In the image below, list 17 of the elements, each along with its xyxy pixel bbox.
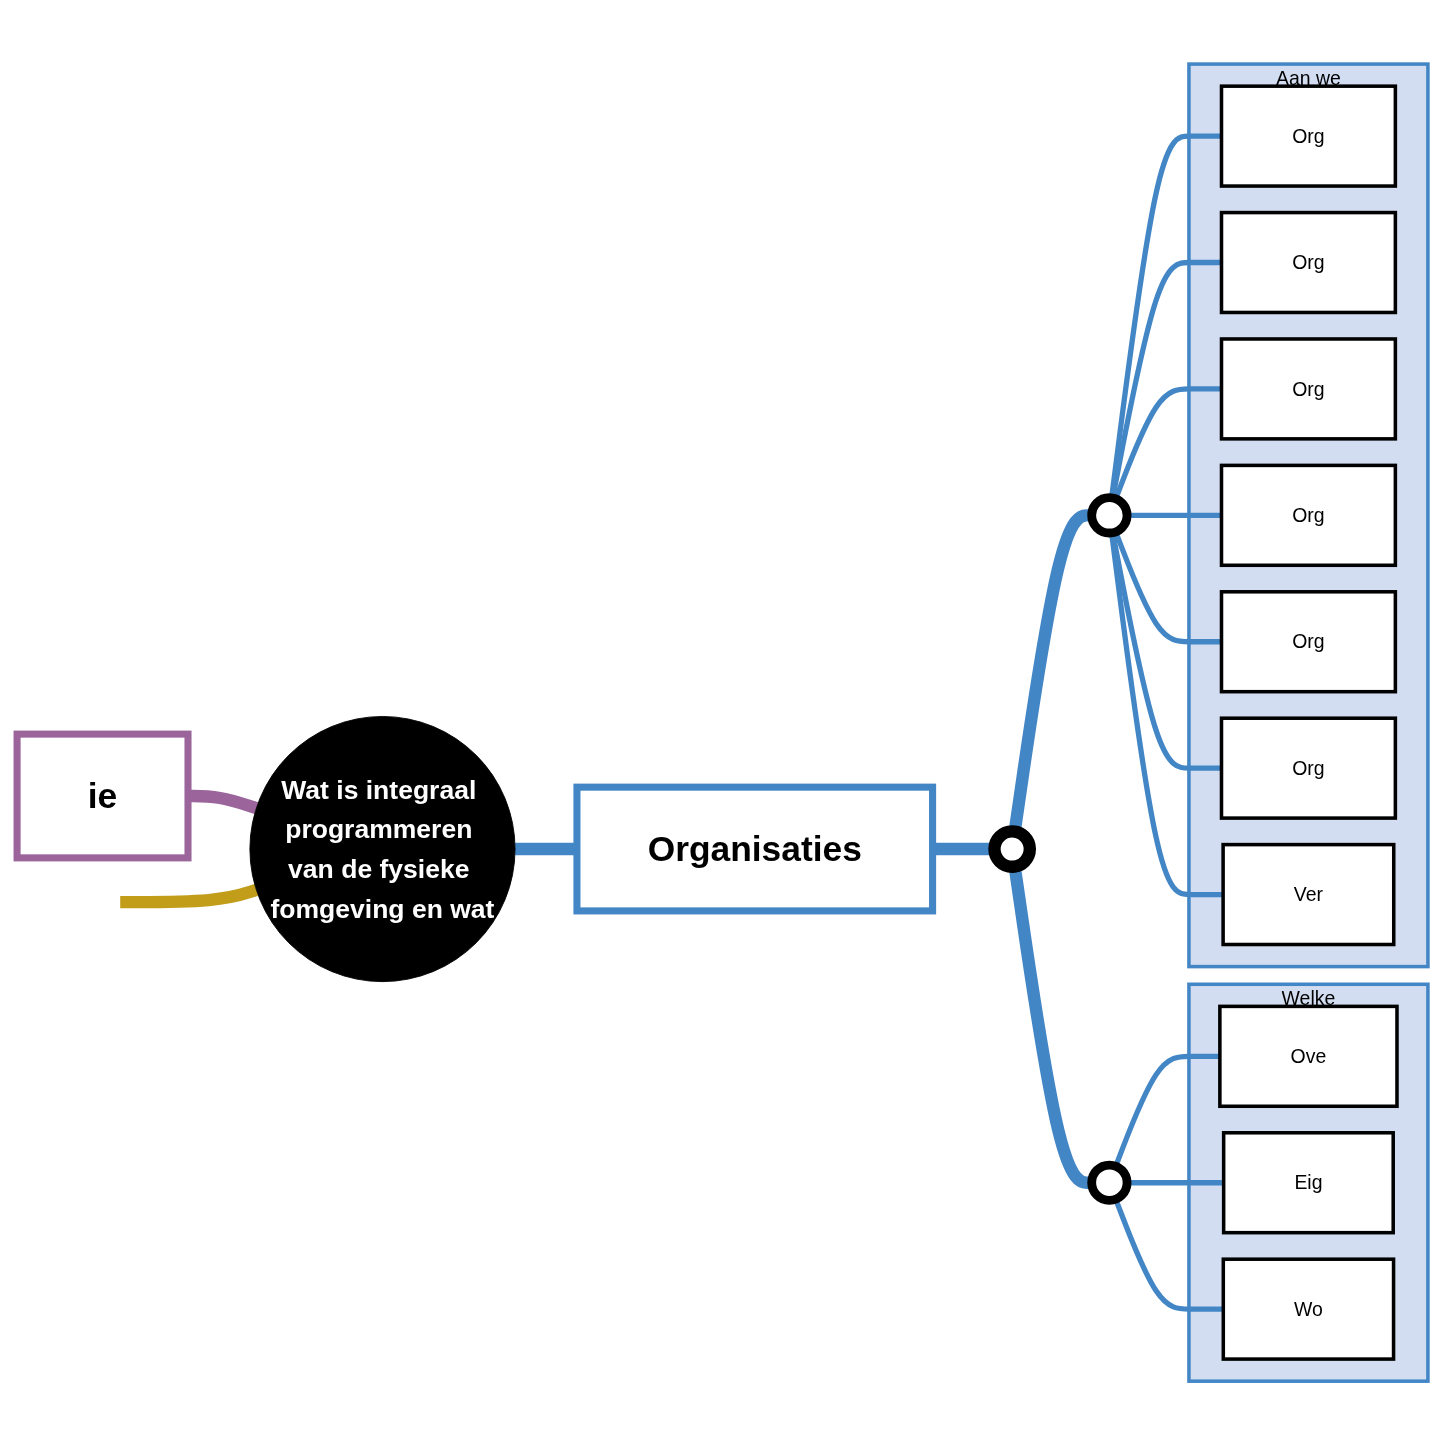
node-box: ie	[13, 730, 192, 862]
node-circle	[1087, 493, 1132, 538]
node-box: Org	[1219, 589, 1398, 694]
node-box: Org	[1219, 210, 1398, 315]
connector	[120, 883, 259, 909]
node-box: Ver	[1221, 842, 1396, 947]
node-box: Org	[1219, 716, 1398, 820]
node-box: Wo	[1221, 1257, 1396, 1361]
node-circle	[988, 825, 1036, 873]
node-box: Org	[1219, 463, 1398, 567]
node-box: Org	[1219, 84, 1398, 188]
node-box: Org	[1219, 337, 1398, 441]
node-circle: Wat is integraal programmeren van de fysieke fomgeving en wat	[249, 715, 516, 982]
node-box: Eig	[1221, 1130, 1395, 1235]
node-box: Organisaties	[573, 783, 937, 915]
node-box: Ove	[1218, 1004, 1399, 1108]
node-circle	[1087, 1160, 1132, 1205]
